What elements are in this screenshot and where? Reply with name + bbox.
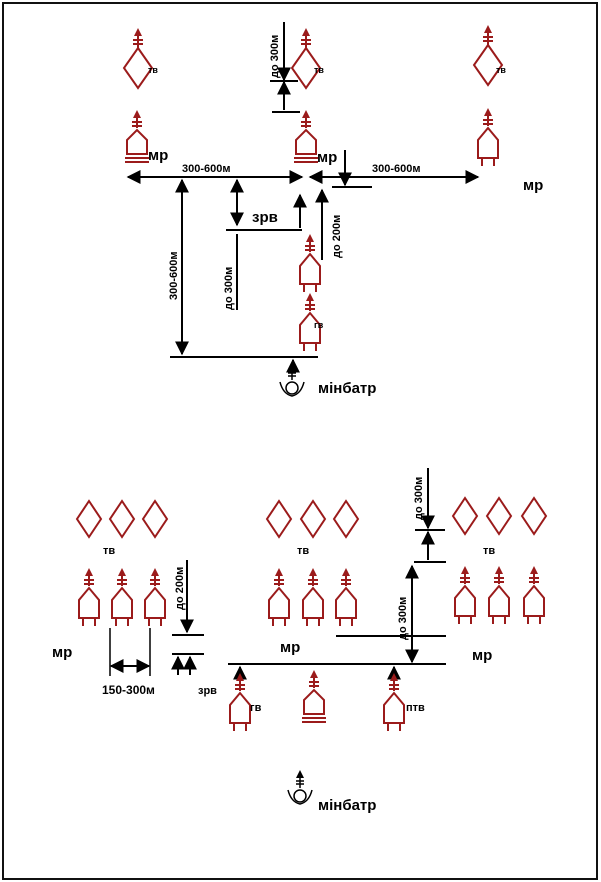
distance-label: до 300м bbox=[269, 35, 281, 78]
distance-label: 150-300м bbox=[102, 683, 155, 697]
tank-icon bbox=[452, 497, 478, 535]
tank-label: тв bbox=[314, 65, 324, 75]
air-defense-label: зрв bbox=[198, 685, 217, 697]
infantry-vehicle-icon bbox=[302, 567, 324, 627]
mortar-icon bbox=[279, 361, 305, 397]
distance-label: 300-600м bbox=[372, 163, 421, 175]
infantry-vehicle-icon bbox=[488, 565, 510, 625]
tank-icon bbox=[123, 27, 153, 89]
tank-icon bbox=[76, 500, 102, 538]
distance-label: до 300м bbox=[223, 267, 235, 310]
infantry-vehicle-icon bbox=[335, 567, 357, 627]
infantry-vehicle-icon bbox=[144, 567, 166, 627]
tank-icon bbox=[486, 497, 512, 535]
mortar-label: мінбатр bbox=[318, 380, 376, 397]
tank-icon bbox=[521, 497, 547, 535]
company-label: мр bbox=[52, 644, 72, 661]
infantry-vehicle-icon bbox=[454, 565, 476, 625]
grenade-launcher-label: гв bbox=[314, 320, 324, 330]
antitank-label: птв bbox=[406, 702, 425, 714]
company-label: мр bbox=[148, 147, 168, 164]
antitank-vehicle-icon bbox=[383, 672, 405, 732]
company-vehicle-icon bbox=[124, 109, 150, 163]
tank-label: тв bbox=[103, 545, 115, 557]
infantry-vehicle-icon bbox=[523, 565, 545, 625]
tank-icon bbox=[473, 24, 503, 86]
tank-icon bbox=[109, 500, 135, 538]
company-label: мр bbox=[280, 639, 300, 656]
company-vehicle-icon bbox=[293, 109, 319, 163]
commander-vehicle-icon bbox=[301, 669, 327, 723]
tank-label: тв bbox=[483, 545, 495, 557]
company-vehicle-icon bbox=[477, 107, 499, 167]
tank-label: тв bbox=[496, 65, 506, 75]
mortar-icon bbox=[287, 769, 313, 805]
tank-icon bbox=[142, 500, 168, 538]
infantry-vehicle-icon bbox=[268, 567, 290, 627]
company-label: мр bbox=[317, 149, 337, 166]
company-label: мр bbox=[523, 177, 543, 194]
tank-icon bbox=[266, 500, 292, 538]
tank-icon bbox=[333, 500, 359, 538]
infantry-vehicle-icon bbox=[78, 567, 100, 627]
distance-label: до 200м bbox=[331, 215, 343, 258]
tank-icon bbox=[300, 500, 326, 538]
tank-label: тв bbox=[297, 545, 309, 557]
distance-label: до 300м bbox=[413, 477, 425, 520]
distance-label: до 200м bbox=[174, 567, 186, 610]
mortar-label: мінбатр bbox=[318, 797, 376, 814]
grenade-launcher-vehicle-icon bbox=[229, 672, 251, 732]
distance-label: до 300м bbox=[397, 597, 409, 640]
tank-label: тв bbox=[148, 65, 158, 75]
distance-label: 300-600м bbox=[168, 251, 180, 300]
tank-icon bbox=[291, 27, 321, 89]
infantry-vehicle-icon bbox=[111, 567, 133, 627]
air-defense-label: зрв bbox=[252, 209, 278, 226]
grenade-launcher-label: гв bbox=[250, 702, 262, 714]
air-defense-vehicle-icon bbox=[299, 233, 321, 293]
company-label: мр bbox=[472, 647, 492, 664]
distance-label: 300-600м bbox=[182, 163, 231, 175]
